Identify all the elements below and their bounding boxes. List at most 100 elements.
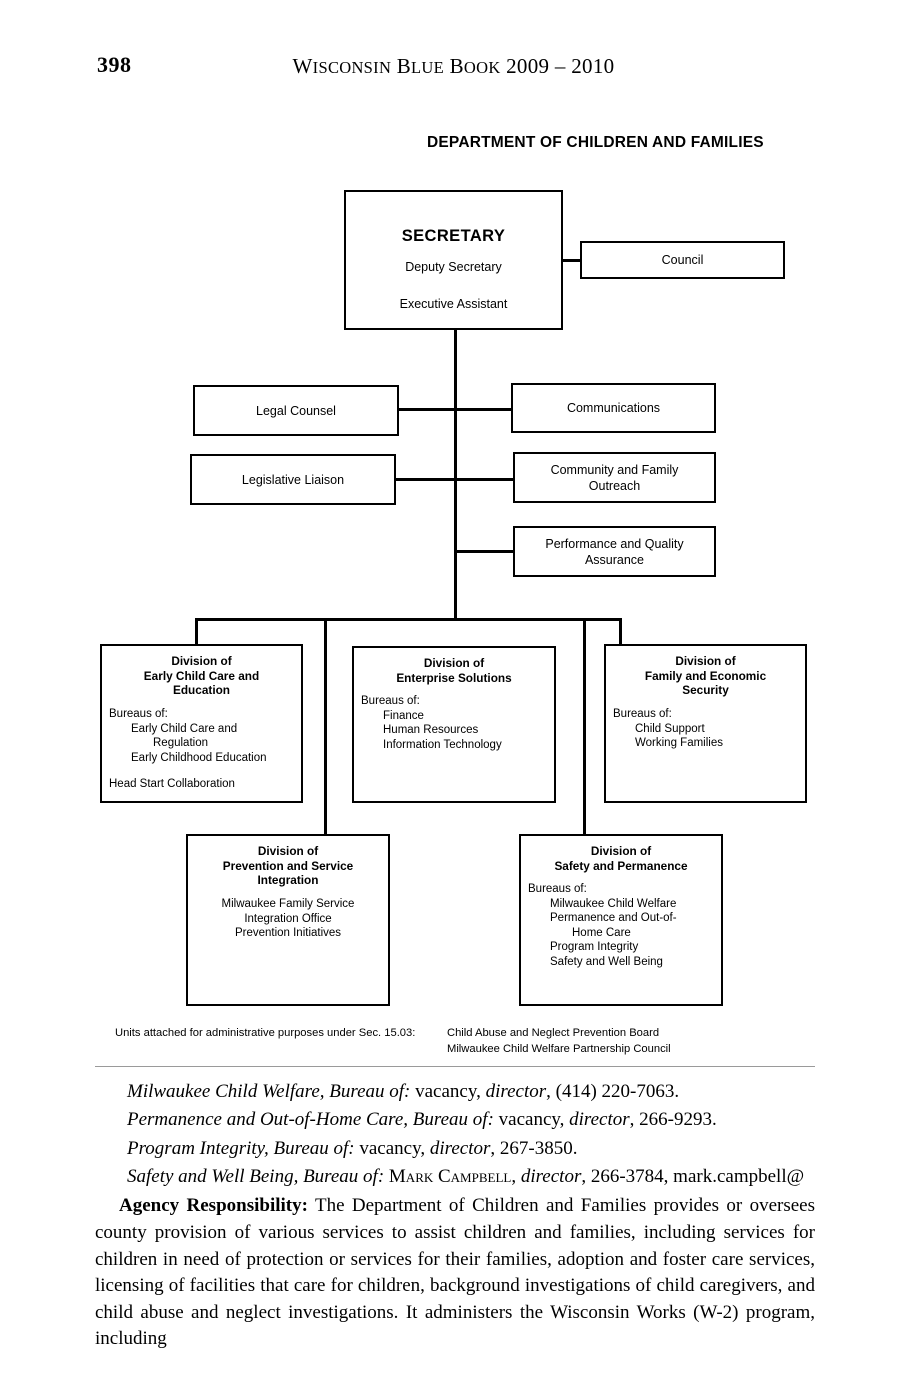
- family-economic-title-line1: Division of: [675, 654, 736, 668]
- box-secretary: SECRETARY Deputy Secretary Executive Ass…: [344, 190, 563, 330]
- entry-4-phone: 266-3784, mark.campbell@: [590, 1166, 805, 1188]
- book-running-title: WISCONSIN BLUE BOOK 2009 – 2010: [0, 54, 907, 79]
- prevention-item1-line1: Milwaukee Family Service: [221, 898, 355, 911]
- community-outreach-text: Community and Family Outreach: [551, 462, 679, 494]
- early-child-care-item2: Early Childhood Education: [131, 751, 267, 764]
- family-economic-title-line2: Family and Economic: [644, 668, 767, 683]
- entry-2-comma: ,: [559, 1109, 565, 1131]
- entry-4-comma2: ,: [581, 1166, 587, 1188]
- legal-counsel-label: Legal Counsel: [256, 403, 336, 418]
- box-division-family-economic-security: Division of Family and Economic Security…: [604, 644, 807, 803]
- early-child-care-body: Bureaus of: Early Child Care and Regulat…: [109, 707, 294, 791]
- enterprise-solutions-bureaus-label: Bureaus of:: [361, 695, 420, 708]
- prevention-title-line3: Integration: [257, 873, 319, 888]
- safety-permanence-bureaus-label: Bureaus of:: [528, 883, 587, 896]
- connector-secretary-council: [563, 259, 582, 262]
- enterprise-solutions-item2: Human Resources: [383, 724, 479, 737]
- prevention-item2: Prevention Initiatives: [234, 927, 342, 940]
- safety-permanence-title-line2: Safety and Permanence: [554, 858, 688, 873]
- directory-entry: Permanence and Out-of-Home Care, Bureau …: [95, 1106, 815, 1133]
- attached-unit-1: Child Abuse and Neglect Prevention Board: [447, 1027, 660, 1039]
- division-bus: [195, 618, 622, 621]
- agency-responsibility-text: The Department of Children and Families …: [95, 1195, 815, 1350]
- enterprise-solutions-item3: Information Technology: [383, 738, 502, 751]
- performance-quality-line2: Assurance: [584, 552, 645, 567]
- attached-units-values: Child Abuse and Neglect Prevention Board…: [447, 1026, 671, 1058]
- box-division-safety-permanence: Division of Safety and Permanence Bureau…: [519, 834, 723, 1006]
- enterprise-solutions-title-line1: Division of: [423, 656, 485, 670]
- connector-performance-quality: [455, 550, 515, 553]
- secretary-inner: SECRETARY Deputy Secretary Executive Ass…: [346, 192, 561, 312]
- entry-2-role: director: [569, 1109, 630, 1131]
- attached-units-label: Units attached for administrative purpos…: [115, 1027, 416, 1039]
- entry-3-comma: ,: [420, 1137, 426, 1159]
- running-title-w1b: ISCONSIN: [312, 58, 392, 77]
- spine-secretary-main: [454, 330, 457, 620]
- entry-4-comma: ,: [511, 1166, 517, 1188]
- family-economic-body: Bureaus of: Child Support Working Famili…: [613, 707, 798, 750]
- running-title-w2a: B: [396, 54, 412, 78]
- early-child-care-item1-line1: Early Child Care and: [131, 722, 238, 735]
- entry-3-person: vacancy: [359, 1137, 421, 1159]
- early-child-care-bureaus-label: Bureaus of:: [109, 708, 168, 721]
- connector-community-outreach: [455, 478, 515, 481]
- family-economic-title-line3: Security: [682, 683, 729, 698]
- community-outreach-line1: Community and Family: [550, 462, 679, 477]
- enterprise-solutions-body: Bureaus of: Finance Human Resources Info…: [361, 694, 547, 752]
- box-communications: Communications: [511, 383, 716, 433]
- division-safety-permanence-text: Division of Safety and Permanence Bureau…: [521, 836, 721, 969]
- bus-drop-right: [619, 618, 622, 645]
- entry-1-role: director: [485, 1081, 547, 1102]
- safety-permanence-item4: Safety and Well Being: [550, 955, 663, 968]
- entry-3-comma2: ,: [490, 1137, 496, 1159]
- council-label: Council: [661, 253, 704, 267]
- prevention-title-line1: Division of: [257, 844, 319, 858]
- safety-permanence-body: Bureaus of: Milwaukee Child Welfare Perm…: [528, 882, 714, 969]
- division-enterprise-solutions-text: Division of Enterprise Solutions Bureaus…: [354, 648, 554, 752]
- section-divider: [95, 1066, 815, 1067]
- box-division-early-child-care: Division of Early Child Care and Educati…: [100, 644, 303, 803]
- early-child-care-title-line2: Early Child Care and: [143, 668, 260, 683]
- directory-text: Milwaukee Child Welfare, Bureau of: vaca…: [95, 1078, 815, 1353]
- family-economic-item2: Working Families: [635, 737, 723, 750]
- division-early-child-care-text: Division of Early Child Care and Educati…: [102, 646, 301, 792]
- drop-to-prevention: [324, 618, 327, 834]
- legislative-liaison-label: Legislative Liaison: [241, 472, 345, 487]
- safety-permanence-item1: Milwaukee Child Welfare: [550, 897, 677, 910]
- entry-1-person: vacancy: [415, 1081, 477, 1102]
- box-performance-quality: Performance and Quality Assurance: [513, 526, 716, 577]
- box-division-prevention-service-integration: Division of Prevention and Service Integ…: [186, 834, 390, 1006]
- connector-legislative-liaison: [395, 478, 456, 481]
- box-division-enterprise-solutions: Division of Enterprise Solutions Bureaus…: [352, 646, 556, 803]
- running-title-w3a: B: [449, 54, 464, 78]
- entry-1-comma: ,: [476, 1081, 481, 1102]
- prevention-body: Milwaukee Family Service Integration Off…: [195, 897, 381, 940]
- directory-entry: Safety and Well Being, Bureau of: Mark C…: [95, 1163, 815, 1190]
- running-title-w2b: LUE: [411, 58, 445, 77]
- drop-to-safety: [583, 618, 586, 834]
- entry-3-name: Program Integrity, Bureau of:: [127, 1137, 355, 1159]
- entry-2-person: vacancy: [498, 1109, 560, 1131]
- early-child-care-head-start: Head Start Collaboration: [109, 778, 235, 791]
- safety-permanence-item2-line2: Home Care: [572, 926, 631, 939]
- entry-1-phone: (414) 220-7063.: [555, 1081, 680, 1102]
- family-economic-item1: Child Support: [635, 722, 705, 735]
- page-number: 398: [97, 52, 132, 77]
- box-legislative-liaison: Legislative Liaison: [190, 454, 396, 505]
- safety-permanence-item2-line1: Permanence and Out-of-: [550, 912, 677, 925]
- bus-drop-left: [195, 618, 198, 645]
- performance-quality-text: Performance and Quality Assurance: [545, 536, 683, 568]
- division-family-economic-security-text: Division of Family and Economic Security…: [606, 646, 805, 751]
- family-economic-bureaus-label: Bureaus of:: [613, 708, 672, 721]
- entry-1-name: Milwaukee Child Welfare, Bureau of:: [127, 1081, 411, 1102]
- org-chart: DEPARTMENT OF CHILDREN AND FAMILIES SECR…: [100, 134, 807, 1058]
- connector-legal-counsel: [398, 408, 456, 411]
- secretary-title: SECRETARY: [401, 227, 506, 245]
- early-child-care-title-line1: Division of: [171, 654, 232, 668]
- entry-4-role: director: [520, 1166, 582, 1188]
- early-child-care-title-line3: Education: [172, 683, 231, 698]
- enterprise-solutions-title-line2: Enterprise Solutions: [396, 670, 512, 685]
- directory-entry: Milwaukee Child Welfare, Bureau of: vaca…: [95, 1078, 815, 1105]
- safety-permanence-title-line1: Division of: [590, 844, 652, 858]
- entry-3-phone: 267-3850.: [499, 1137, 578, 1159]
